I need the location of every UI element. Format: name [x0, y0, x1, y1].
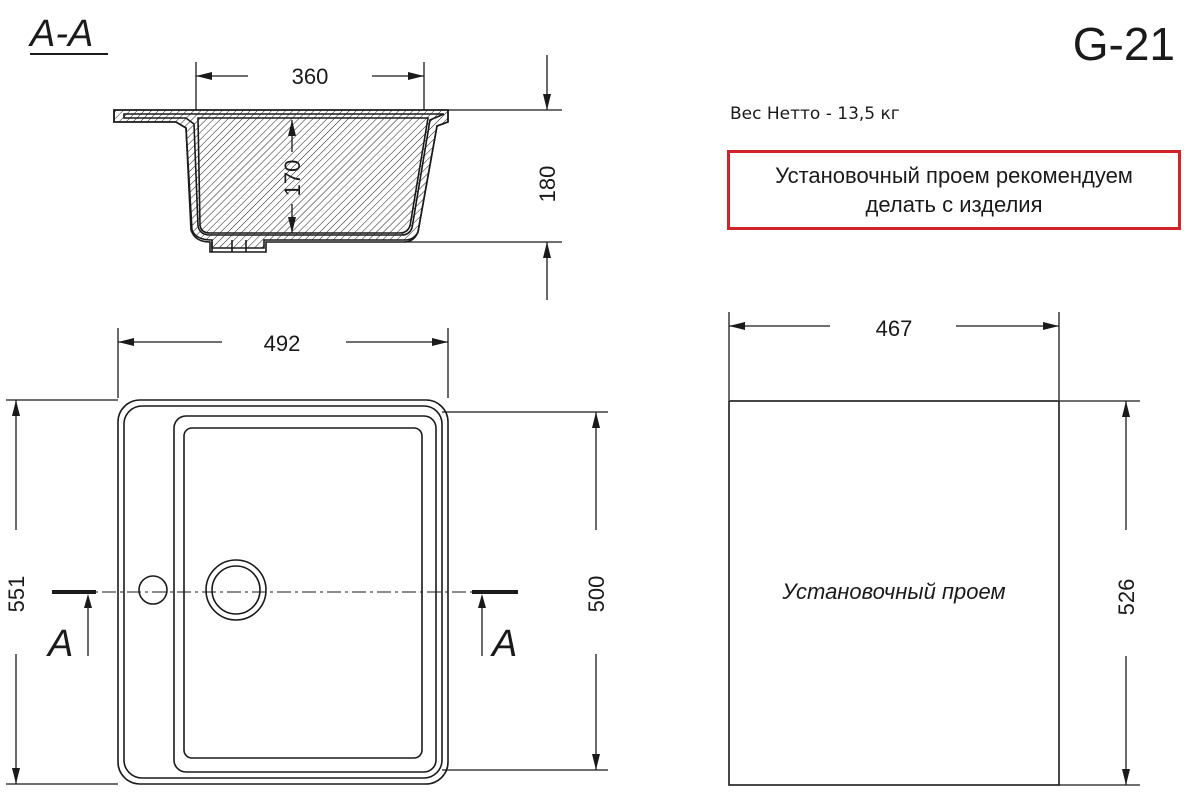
cutout-length-label: 526	[1114, 579, 1139, 616]
bowl-inner	[183, 427, 423, 759]
sink-length-label: 551	[4, 576, 29, 613]
dim-sink-length	[6, 399, 118, 785]
cut-marker-left-label: A	[46, 623, 73, 665]
dim-cutout-width	[728, 312, 1060, 400]
drain-outer	[205, 559, 267, 621]
cut-marker-right-label: A	[490, 623, 517, 665]
model-name: G-21	[1073, 18, 1175, 70]
section-title: A-A	[28, 13, 108, 55]
bowl-rim	[173, 415, 437, 773]
net-weight: Вес Нетто - 13,5 кг	[730, 104, 900, 124]
dim-bowl-length	[442, 411, 608, 771]
section-width-label: 360	[292, 64, 329, 89]
dim-total-height	[404, 55, 562, 300]
bowl-inner-outline	[197, 117, 429, 234]
dim-section-width	[195, 62, 425, 110]
recommendation-box: Установочный проем рекомендуем делать с …	[727, 150, 1181, 230]
total-height-label: 180	[535, 166, 560, 203]
drain-inner	[211, 565, 261, 615]
dim-inner-depth	[288, 120, 296, 233]
sink-wall-section	[113, 109, 449, 249]
faucet-hole	[138, 575, 168, 605]
cutout-label: Установочный проем	[781, 579, 1005, 604]
inner-depth-label: 170	[280, 160, 305, 197]
section-label: A-A	[28, 13, 93, 55]
recommendation-line-1: Установочный проем рекомендуем	[775, 163, 1133, 188]
bowl-length-label: 500	[584, 576, 609, 613]
cutout-rectangle	[728, 400, 1060, 786]
cutout-width-label: 467	[876, 316, 913, 341]
section-view	[113, 109, 449, 253]
cut-marker-left	[52, 590, 96, 656]
dim-sink-width	[117, 328, 449, 398]
sink-rim-edge	[123, 405, 443, 779]
sink-top-view	[52, 399, 520, 785]
sink-width-label: 492	[264, 331, 301, 356]
bowl-outer-outline	[113, 109, 449, 253]
recommendation-line-2: делать с изделия	[865, 192, 1043, 217]
dim-cutout-length	[1059, 400, 1140, 786]
cut-marker-right	[472, 590, 518, 656]
